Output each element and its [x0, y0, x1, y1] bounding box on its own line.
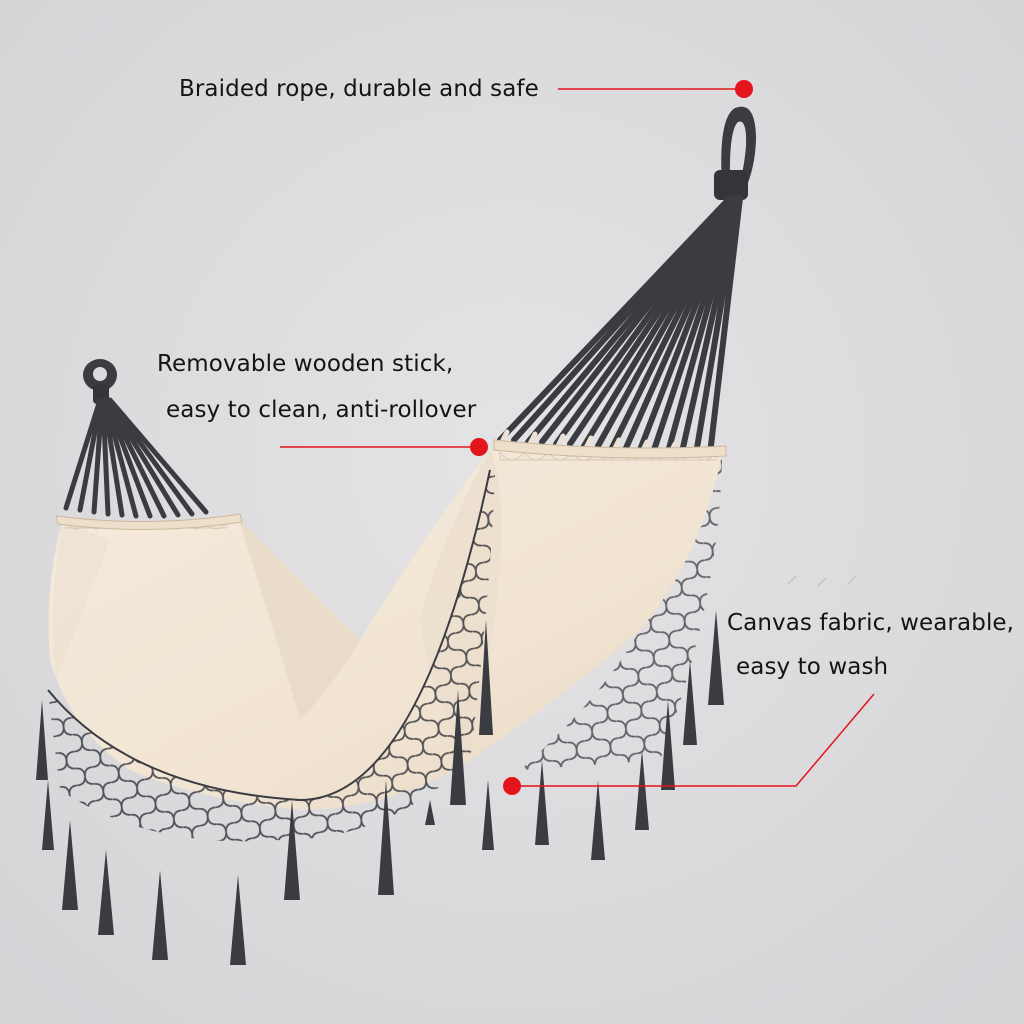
callout-fabric [503, 693, 875, 795]
tassels [36, 610, 724, 965]
callout-stick-text-line1: Removable wooden stick, [157, 351, 454, 377]
right-hanging-loop [714, 106, 756, 200]
callout-rope-text: Braided rope, durable and safe [179, 76, 539, 102]
callout-fabric-text-line1: Canvas fabric, wearable, [727, 610, 1015, 636]
right-rope-fan [497, 195, 743, 457]
net-fringe-back [520, 455, 722, 770]
callout-stick-text-line2: easy to clean, anti-rollover [166, 397, 477, 423]
wooden-sticks [55, 439, 727, 531]
callout-stick [280, 438, 488, 456]
net-fringe-front [47, 469, 495, 842]
callout-fabric-text-line2: easy to wash [736, 654, 889, 680]
left-rope-fan [63, 397, 209, 519]
callout-rope [558, 80, 753, 98]
